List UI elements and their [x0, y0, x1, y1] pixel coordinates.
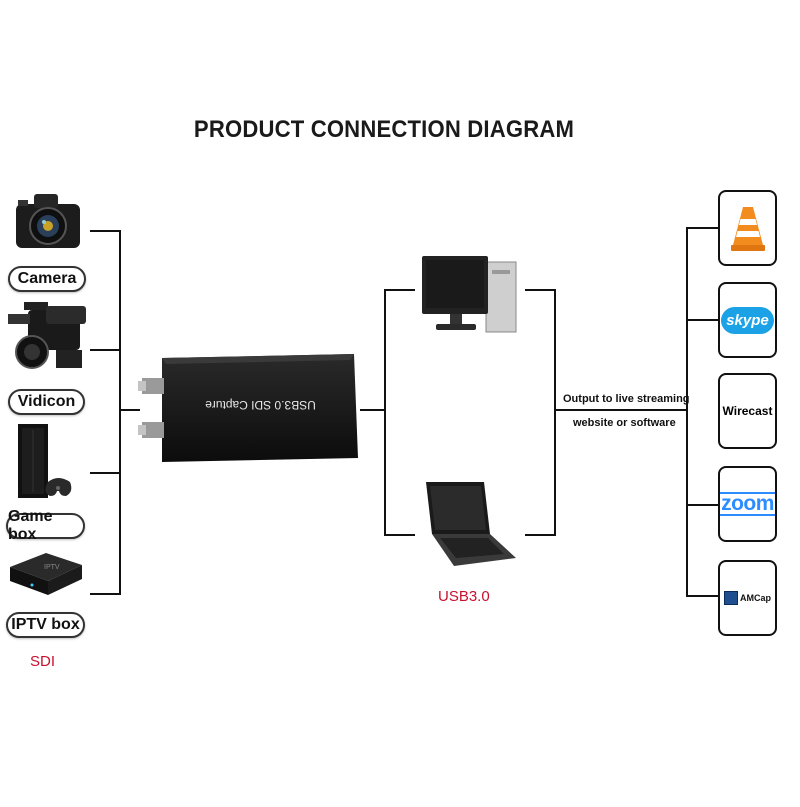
capture-device-icon — [138, 354, 358, 462]
zoom-icon: zoom — [720, 492, 775, 516]
wirecast-label: Wirecast — [722, 404, 773, 418]
capture-device-label: USB3.0 SDI Capture — [205, 398, 316, 412]
source-label-vidicon: Vidicon — [8, 389, 85, 415]
app-zoom: zoom — [718, 466, 777, 542]
game-console-icon — [18, 424, 72, 498]
camera-icon — [16, 194, 80, 248]
diagram-title: PRODUCT CONNECTION DIAGRAM — [193, 116, 575, 143]
iptv-box-icon: IPTV — [10, 553, 82, 595]
source-label-camera: Camera — [8, 266, 86, 292]
output-text-line2: website or software — [573, 417, 676, 429]
desktop-computer-icon — [422, 256, 517, 333]
app-vlc — [718, 190, 777, 266]
source-label-iptv-box: IPTV box — [6, 612, 85, 638]
camcorder-icon — [8, 302, 86, 369]
app-amcap: AMCap — [718, 560, 777, 636]
laptop-icon — [426, 482, 516, 566]
amcap-logo: AMCap — [724, 591, 771, 605]
amcap-label: AMCap — [740, 593, 771, 603]
svg-text:IPTV: IPTV — [44, 564, 60, 571]
sdi-label: SDI — [30, 653, 56, 670]
vlc-icon — [730, 207, 765, 251]
source-label-game-box: Game box — [6, 508, 85, 543]
app-skype: skype — [718, 282, 777, 358]
usb-label: USB3.0 — [438, 588, 490, 605]
output-text-line1: Output to live streaming — [563, 393, 690, 405]
app-wirecast: Wirecast — [718, 373, 777, 449]
amcap-icon — [724, 591, 738, 605]
skype-icon: skype — [721, 306, 774, 334]
